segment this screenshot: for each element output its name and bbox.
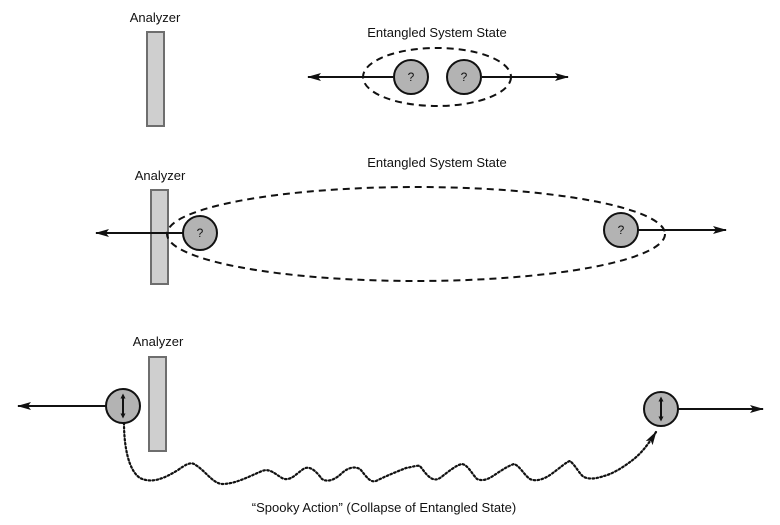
entangled-state-label: Entangled System State — [367, 155, 506, 170]
spooky-action-caption: “Spooky Action” (Collapse of Entangled S… — [252, 500, 516, 515]
entangled-state-label: Entangled System State — [367, 25, 506, 40]
panel-3: Analyzer “Spooky Action” (Collapse of En… — [17, 334, 764, 515]
analyzer-label: Analyzer — [133, 334, 184, 349]
analyzer — [150, 189, 169, 285]
unknown-spin-icon: ? — [461, 70, 468, 84]
particle-left: ? — [393, 59, 429, 95]
panel-1: Analyzer Entangled System State ? ? — [130, 10, 569, 127]
analyzer — [146, 31, 165, 127]
particle-right: ? — [446, 59, 482, 95]
unknown-spin-icon: ? — [197, 226, 204, 240]
analyzer-label: Analyzer — [130, 10, 181, 25]
analyzer-label: Analyzer — [135, 168, 186, 183]
entangled-state-ellipse — [166, 186, 666, 282]
analyzer — [148, 356, 167, 452]
particle-right — [643, 391, 679, 427]
particle-left: ? — [182, 215, 218, 251]
panel-2: Analyzer Entangled System State ? ? — [95, 155, 727, 285]
spooky-action-path — [122, 421, 658, 486]
unknown-spin-icon: ? — [408, 70, 415, 84]
particle-left — [105, 388, 141, 424]
particle-right: ? — [603, 212, 639, 248]
unknown-spin-icon: ? — [618, 223, 625, 237]
